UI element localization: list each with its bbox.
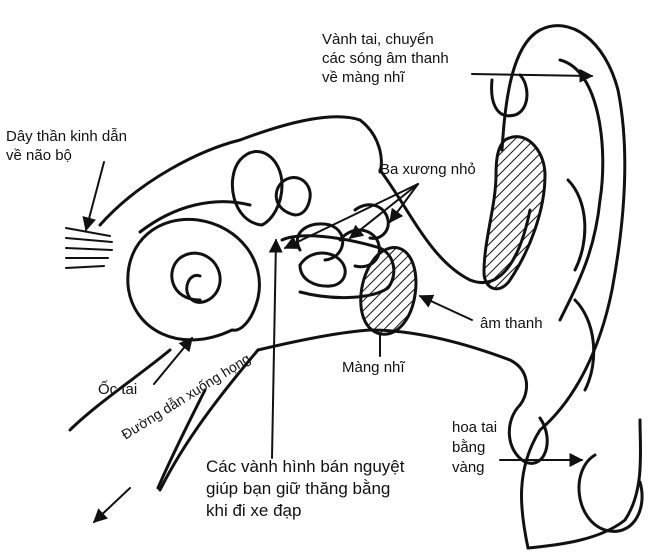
eardrum-shape: [361, 248, 416, 335]
gold-earring: [579, 455, 642, 531]
sound-arrow: [420, 296, 472, 320]
ear-canal-cartilage: [484, 137, 545, 289]
label-semicircular-canals: Các vành hình bán nguyệt giúp bạn giữ th…: [206, 456, 404, 522]
ossicle-hammer: [300, 253, 345, 286]
canals-pointer: [272, 240, 276, 458]
skull-outline-upper: [100, 117, 381, 225]
semicircular-canal-1: [232, 151, 282, 225]
nerve-pointer: [86, 162, 104, 230]
nerve-fibre: [66, 238, 112, 242]
label-nerve: Dây thần kinh dẫn về não bộ: [6, 127, 127, 165]
cochlea-pointer: [154, 338, 192, 384]
label-eardrum: Màng nhĩ: [342, 358, 405, 377]
pinna-inner-ridge-1: [560, 60, 603, 320]
cochlea-outline: [128, 219, 260, 340]
nerve-fibre: [66, 266, 104, 268]
pinna-arrow: [472, 74, 592, 76]
label-sound: âm thanh: [480, 314, 543, 333]
nerve-fibre: [66, 228, 110, 236]
pinna-inner-ridge-3: [575, 300, 594, 390]
label-pinna: Vành tai, chuyển các sóng âm thanh về mà…: [322, 30, 449, 87]
label-ossicles: Ba xương nhỏ: [380, 160, 476, 179]
cochlea-spiral: [172, 253, 220, 302]
outer-ear-outline: [502, 26, 625, 548]
pinna-inner-ridge-2: [568, 180, 585, 270]
label-earring: hoa tai bằng vàng: [452, 418, 497, 478]
ossicles-pointer-1: [285, 184, 418, 248]
throat-arrow: [94, 488, 130, 522]
nerve-fibre: [66, 248, 112, 250]
label-cochlea: Ốc tai: [98, 380, 137, 399]
